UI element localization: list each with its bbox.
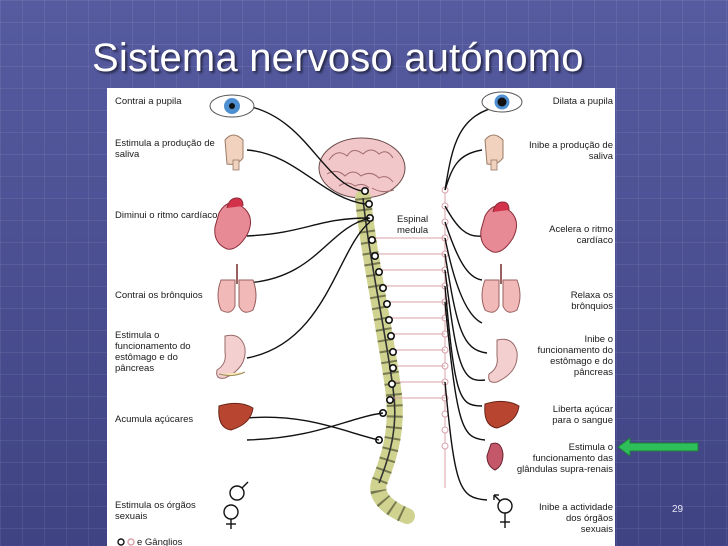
- sex-symbol-icon: [223, 481, 249, 529]
- stomach-icon: [216, 334, 246, 379]
- eye-icon: [481, 91, 523, 113]
- label-inibe-sexuais: Inibe a actividade dos órgãos sexuais: [539, 502, 613, 535]
- label-liberta-acucar: Liberta açúcar para o sangue: [552, 404, 613, 426]
- left-nerves: [246, 105, 384, 441]
- heart-icon: [214, 197, 251, 250]
- label-estimula-saliva: Estimula a produção de saliva: [115, 138, 215, 160]
- nervous-system-diagram: Contrai a pupila Estimula a produção de …: [107, 88, 615, 546]
- eye-icon: [209, 94, 255, 118]
- label-inibe-saliva: Inibe a produção de saliva: [529, 140, 613, 162]
- head-icon: [484, 134, 504, 171]
- label-contrai-bronquios: Contrai os brônquios: [115, 290, 203, 301]
- adrenal-gland-icon: [486, 442, 504, 471]
- label-contrai-pupila: Contrai a pupila: [115, 96, 182, 107]
- spinal-column: [355, 190, 415, 524]
- spinal-medula-label: Espinal medula: [397, 214, 429, 236]
- label-estimula-suprarrenais: Estimula o funcionamento das glândulas s…: [516, 442, 613, 475]
- liver-icon: [218, 402, 254, 431]
- lungs-icon: [481, 264, 521, 313]
- label-estimula-sexuais: Estimula os órgãos sexuais: [115, 500, 196, 522]
- head-icon: [224, 134, 244, 171]
- label-diminui-ritmo: Diminui o ritmo cardíaco: [115, 210, 218, 221]
- stomach-icon: [488, 338, 518, 383]
- label-dilata-pupila: Dilata a pupila: [552, 96, 613, 107]
- ganglia: [361, 187, 397, 444]
- brain-icon: [318, 137, 406, 199]
- liver-icon: [484, 400, 520, 429]
- diagram-drawing: [117, 91, 523, 546]
- page-number: 29: [672, 504, 684, 515]
- legend-ganglia-label: e Gânglios: [137, 537, 183, 546]
- slide-title: Sistema nervoso autónomo: [92, 36, 584, 80]
- legend-ganglia-icons: [117, 538, 135, 546]
- sex-symbol-icon: [493, 494, 513, 528]
- label-relaxa-bronquios: Relaxa os brônquios: [570, 290, 613, 312]
- label-estimula-estomago: Estimula o funcionamento do estômago e d…: [115, 330, 191, 374]
- green-arrow-icon: [617, 437, 699, 457]
- heart-icon: [480, 201, 517, 253]
- label-inibe-estomago: Inibe o funcionamento do estômago e do p…: [537, 334, 613, 378]
- lungs-icon: [217, 264, 257, 313]
- right-nerves: [444, 105, 503, 501]
- label-acumula-acucares: Acumula açúcares: [115, 414, 194, 425]
- label-acelera-ritmo: Acelera o ritmo cardíaco: [549, 224, 613, 246]
